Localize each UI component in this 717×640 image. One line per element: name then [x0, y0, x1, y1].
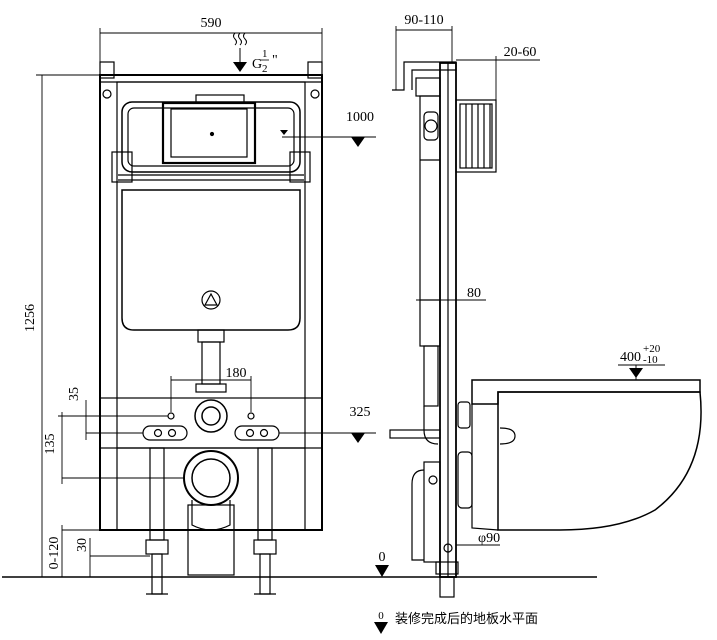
side-frame — [389, 61, 497, 598]
inlet-prefix: G — [252, 57, 262, 72]
floor-marker-icon — [375, 565, 389, 577]
drain-outlet — [183, 450, 239, 576]
inlet-suffix: " — [272, 53, 278, 68]
legend-marker-icon — [374, 622, 388, 634]
height-dimension: 1256 — [23, 304, 38, 332]
floor-level-value: 0 — [379, 550, 386, 565]
level-marker-icon — [351, 137, 365, 147]
inlet-arrow-icon — [233, 62, 247, 72]
front-legs — [145, 447, 277, 595]
cistern — [111, 94, 311, 393]
button-height-dimension: 1000 — [346, 110, 374, 125]
inlet-numerator: 1 — [262, 48, 268, 60]
bolt-spacing-dimension: 180 — [226, 366, 247, 381]
bowl-tolerance-plus: +20 — [643, 343, 661, 355]
inlet-denominator: 2 — [262, 63, 268, 75]
upper-gap-dimension: 35 — [67, 387, 82, 401]
mounting-bolts — [142, 399, 280, 441]
level-marker-icon — [629, 368, 643, 378]
water-inlet-icon — [233, 32, 247, 62]
panel-thickness-dimension: 20-60 — [504, 45, 537, 60]
level-marker-icon — [351, 433, 365, 443]
legend-marker-value: 0 — [378, 610, 384, 622]
side-depth-dimension: 90-110 — [404, 13, 443, 28]
drain-diameter-dimension: φ90 — [478, 531, 500, 546]
frame-depth-dimension: 80 — [467, 286, 481, 301]
lower-gap-dimension: 135 — [43, 434, 58, 455]
bowl-tolerance-minus: -10 — [643, 354, 658, 366]
width-dimension: 590 — [201, 16, 222, 31]
bolt-height-dimension: 325 — [350, 405, 371, 420]
button-marker-icon — [280, 130, 288, 135]
foot-offset-dimension: 30 — [75, 538, 90, 552]
toilet-bowl — [471, 379, 702, 531]
legend-text: 装修完成后的地板水平面 — [395, 611, 538, 627]
side-dimensions — [395, 26, 665, 546]
foot-adjust-dimension: 0-120 — [47, 537, 62, 570]
bowl-height-dimension: 400 — [620, 350, 641, 365]
